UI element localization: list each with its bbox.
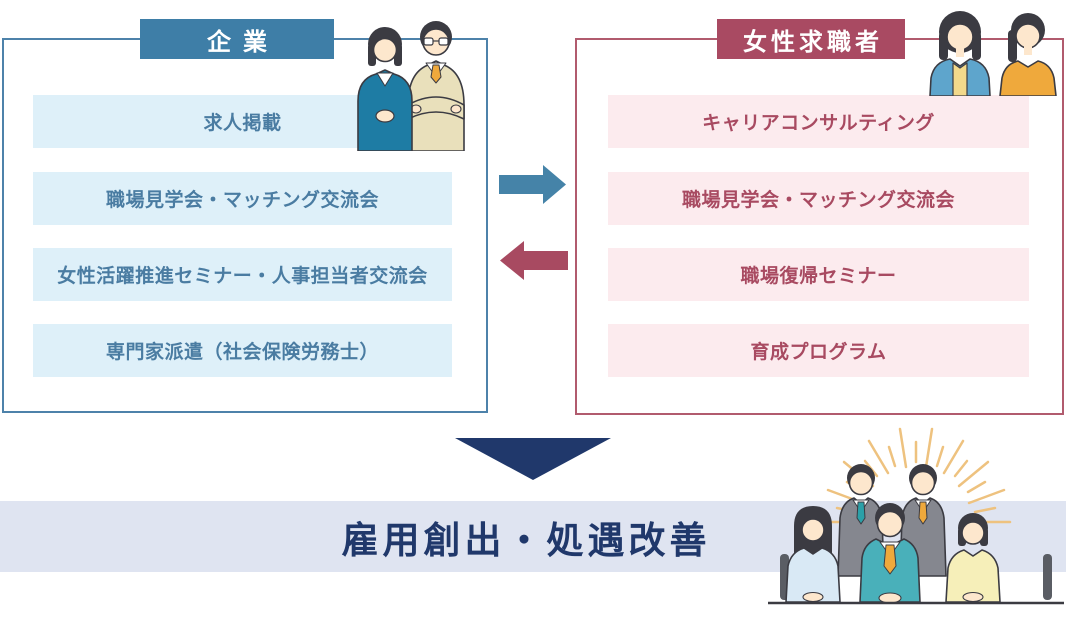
jobseeker-item-return-seminar: 職場復帰セミナー	[608, 248, 1029, 301]
company-item-tour-matching: 職場見学会・マッチング交流会	[33, 172, 452, 225]
team-sunburst-illustration	[768, 427, 1064, 605]
company-item-seminar: 女性活躍推進セミナー・人事担当者交流会	[33, 248, 452, 301]
result-banner-text: 雇用創出・処遇改善	[341, 519, 711, 561]
jobseeker-item-career-consulting: キャリアコンサルティング	[608, 95, 1029, 148]
business-people-illustration	[357, 21, 465, 151]
female-jobseekers-illustration	[929, 11, 1057, 96]
arrow-left-icon	[500, 241, 568, 280]
jobseeker-panel-title: 女性求職者	[717, 19, 905, 59]
arrow-down-icon	[455, 438, 611, 480]
arrow-right-icon	[499, 165, 566, 204]
company-item-expert-dispatch: 専門家派遣（社会保険労務士）	[33, 324, 452, 377]
jobseeker-item-training-program: 育成プログラム	[608, 324, 1029, 377]
jobseeker-item-tour-matching: 職場見学会・マッチング交流会	[608, 172, 1029, 225]
company-panel-title: 企業	[140, 19, 334, 59]
